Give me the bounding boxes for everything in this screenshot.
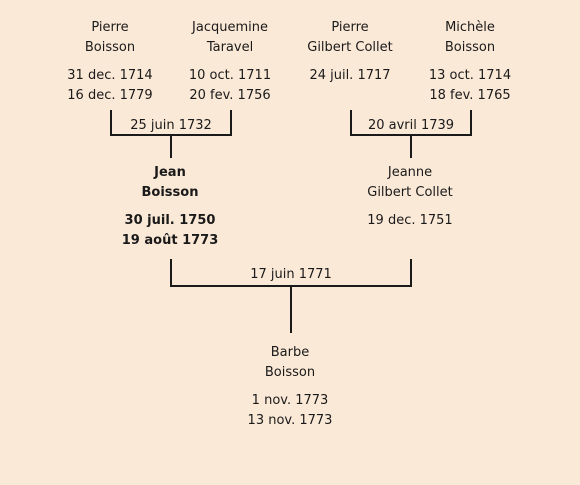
connector-line: [170, 136, 172, 158]
birth-date: 1 nov. 1773: [251, 393, 329, 408]
birth-date: 31 dec. 1714: [67, 68, 153, 83]
person-michele-boisson[interactable]: Michèle Boisson 13 oct. 1714 18 fev. 176…: [400, 18, 540, 106]
connector-line: [350, 134, 472, 136]
last-name: Gilbert Collet: [367, 185, 453, 200]
birth-date: 13 oct. 1714: [428, 68, 512, 83]
marriage-date-1: 25 juin 1732: [130, 118, 212, 133]
connector-line: [350, 110, 352, 136]
first-name: Jacquemine: [192, 20, 268, 35]
connector-line: [410, 259, 412, 287]
death-date: 20 fev. 1756: [189, 88, 271, 103]
connector-line: [410, 136, 412, 158]
marriage-date-3: 17 juin 1771: [250, 267, 332, 282]
last-name: Taravel: [206, 40, 254, 55]
first-name: Jeanne: [387, 165, 433, 180]
connector-line: [230, 110, 232, 136]
death-date: 19 août 1773: [121, 233, 219, 248]
connector-line: [290, 287, 292, 333]
death-date: 16 dec. 1779: [67, 88, 153, 103]
connector-line: [170, 259, 172, 287]
death-date: 18 fev. 1765: [429, 88, 511, 103]
first-name: Pierre: [331, 20, 369, 35]
connector-line: [170, 285, 412, 287]
person-jean-boisson[interactable]: Jean Boisson 30 juil. 1750 19 août 1773: [100, 163, 240, 251]
first-name: Barbe: [270, 345, 310, 360]
death-date: 13 nov. 1773: [247, 413, 333, 428]
person-jeanne-gilbert-collet[interactable]: Jeanne Gilbert Collet 19 dec. 1751: [340, 163, 480, 231]
last-name: Boisson: [84, 40, 136, 55]
connector-line: [110, 110, 112, 136]
first-name: Jean: [154, 165, 186, 180]
first-name: Michèle: [445, 20, 495, 35]
last-name: Gilbert Collet: [307, 40, 393, 55]
marriage-date-2: 20 avril 1739: [367, 118, 455, 133]
last-name: Boisson: [444, 40, 496, 55]
birth-date: 30 juil. 1750: [124, 213, 216, 228]
person-jacquemine-taravel[interactable]: Jacquemine Taravel 10 oct. 1711 20 fev. …: [160, 18, 300, 106]
connector-line: [110, 134, 232, 136]
person-barbe-boisson[interactable]: Barbe Boisson 1 nov. 1773 13 nov. 1773: [220, 343, 360, 431]
person-pierre-gilbert-collet[interactable]: Pierre Gilbert Collet 24 juil. 1717: [280, 18, 420, 86]
last-name: Boisson: [141, 185, 199, 200]
birth-date: 19 dec. 1751: [367, 213, 453, 228]
last-name: Boisson: [264, 365, 316, 380]
birth-date: 10 oct. 1711: [188, 68, 272, 83]
person-pierre-boisson[interactable]: Pierre Boisson 31 dec. 1714 16 dec. 1779: [40, 18, 180, 106]
connector-line: [470, 110, 472, 136]
first-name: Pierre: [91, 20, 129, 35]
birth-date: 24 juil. 1717: [309, 68, 391, 83]
